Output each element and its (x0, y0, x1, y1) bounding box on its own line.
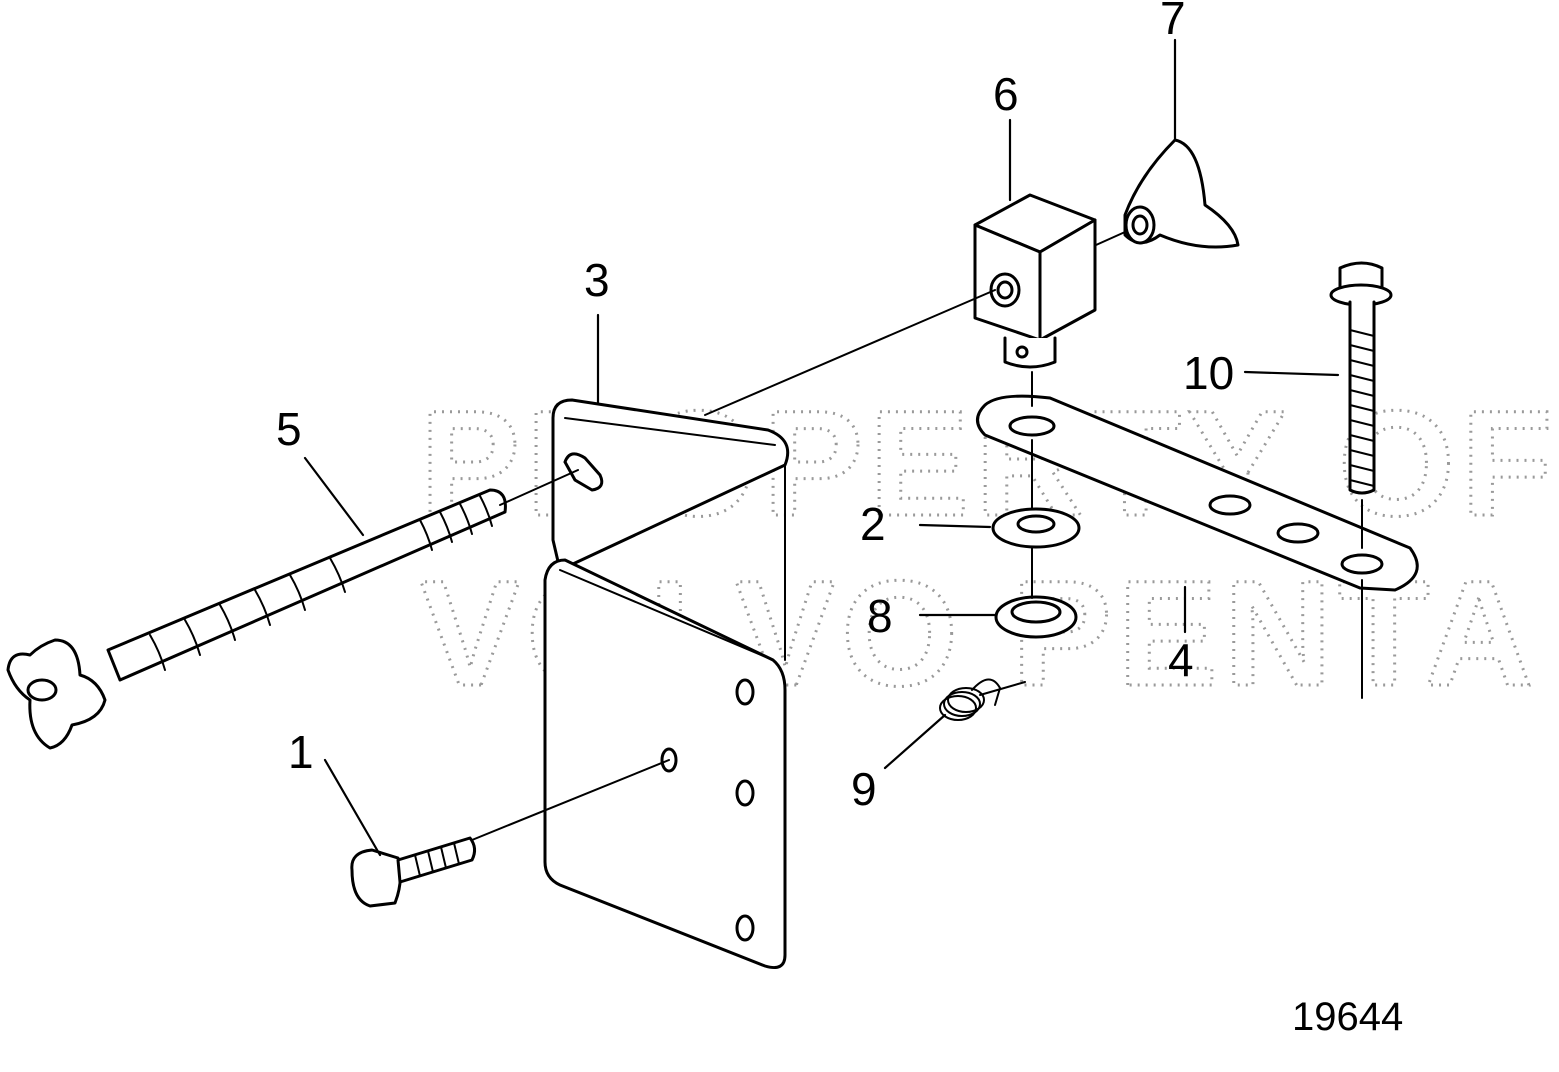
callout-7: 7 (1160, 0, 1186, 44)
callout-labels: 1 2 3 4 5 6 7 8 9 10 (276, 0, 1234, 815)
callout-3: 3 (584, 254, 610, 306)
wing-nut-7 (1123, 138, 1240, 249)
callout-4: 4 (1168, 634, 1194, 686)
figure-number: 19644 (1292, 995, 1403, 1039)
callout-5: 5 (276, 403, 302, 455)
square-block-6 (973, 193, 1097, 369)
callout-8: 8 (867, 590, 893, 642)
washer-2 (991, 507, 1081, 549)
callout-10: 10 (1183, 347, 1234, 399)
torsion-spring-9 (939, 678, 1026, 721)
bracket-3 (543, 398, 790, 970)
callout-2: 2 (860, 498, 886, 550)
bolt-1 (350, 836, 477, 908)
leader-lines (303, 38, 1340, 857)
callout-1: 1 (288, 726, 314, 778)
assembly-lines (471, 231, 1363, 841)
callout-9: 9 (851, 763, 877, 815)
callout-6: 6 (993, 68, 1019, 120)
lever-plate-4 (976, 394, 1419, 592)
threaded-rod-5 (6, 488, 507, 750)
bolt-10 (1329, 261, 1393, 495)
spring-washer-8 (994, 595, 1078, 639)
